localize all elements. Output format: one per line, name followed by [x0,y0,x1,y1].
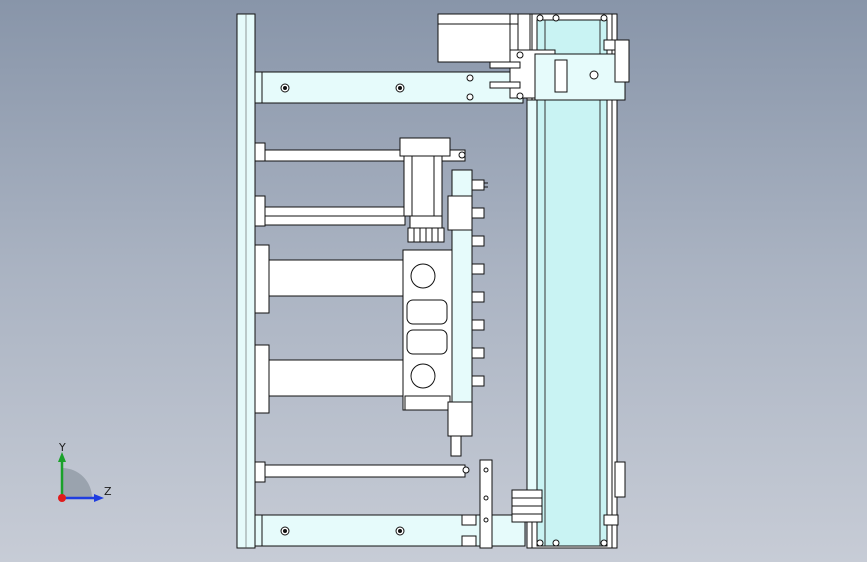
lower-bracket [479,459,626,549]
module-slide-rail [526,99,538,516]
lower-rail [254,461,470,483]
z-axis-arrowhead [94,494,104,502]
clamp-blocks [254,244,454,414]
linear-module [526,13,619,549]
x-axis-dot [58,494,66,502]
top-motor [437,13,630,101]
z-axis-label: Z [104,485,112,498]
vertical-motor [399,137,451,243]
coordinate-triad [44,440,124,510]
triad-svg [58,452,104,502]
upper-rails [254,142,466,227]
y-axis-label: Y [59,441,66,454]
top-arm [254,71,524,104]
y-axis-arrowhead [58,452,66,462]
triad-quadrant [62,468,92,498]
gripper-plate [447,169,488,457]
